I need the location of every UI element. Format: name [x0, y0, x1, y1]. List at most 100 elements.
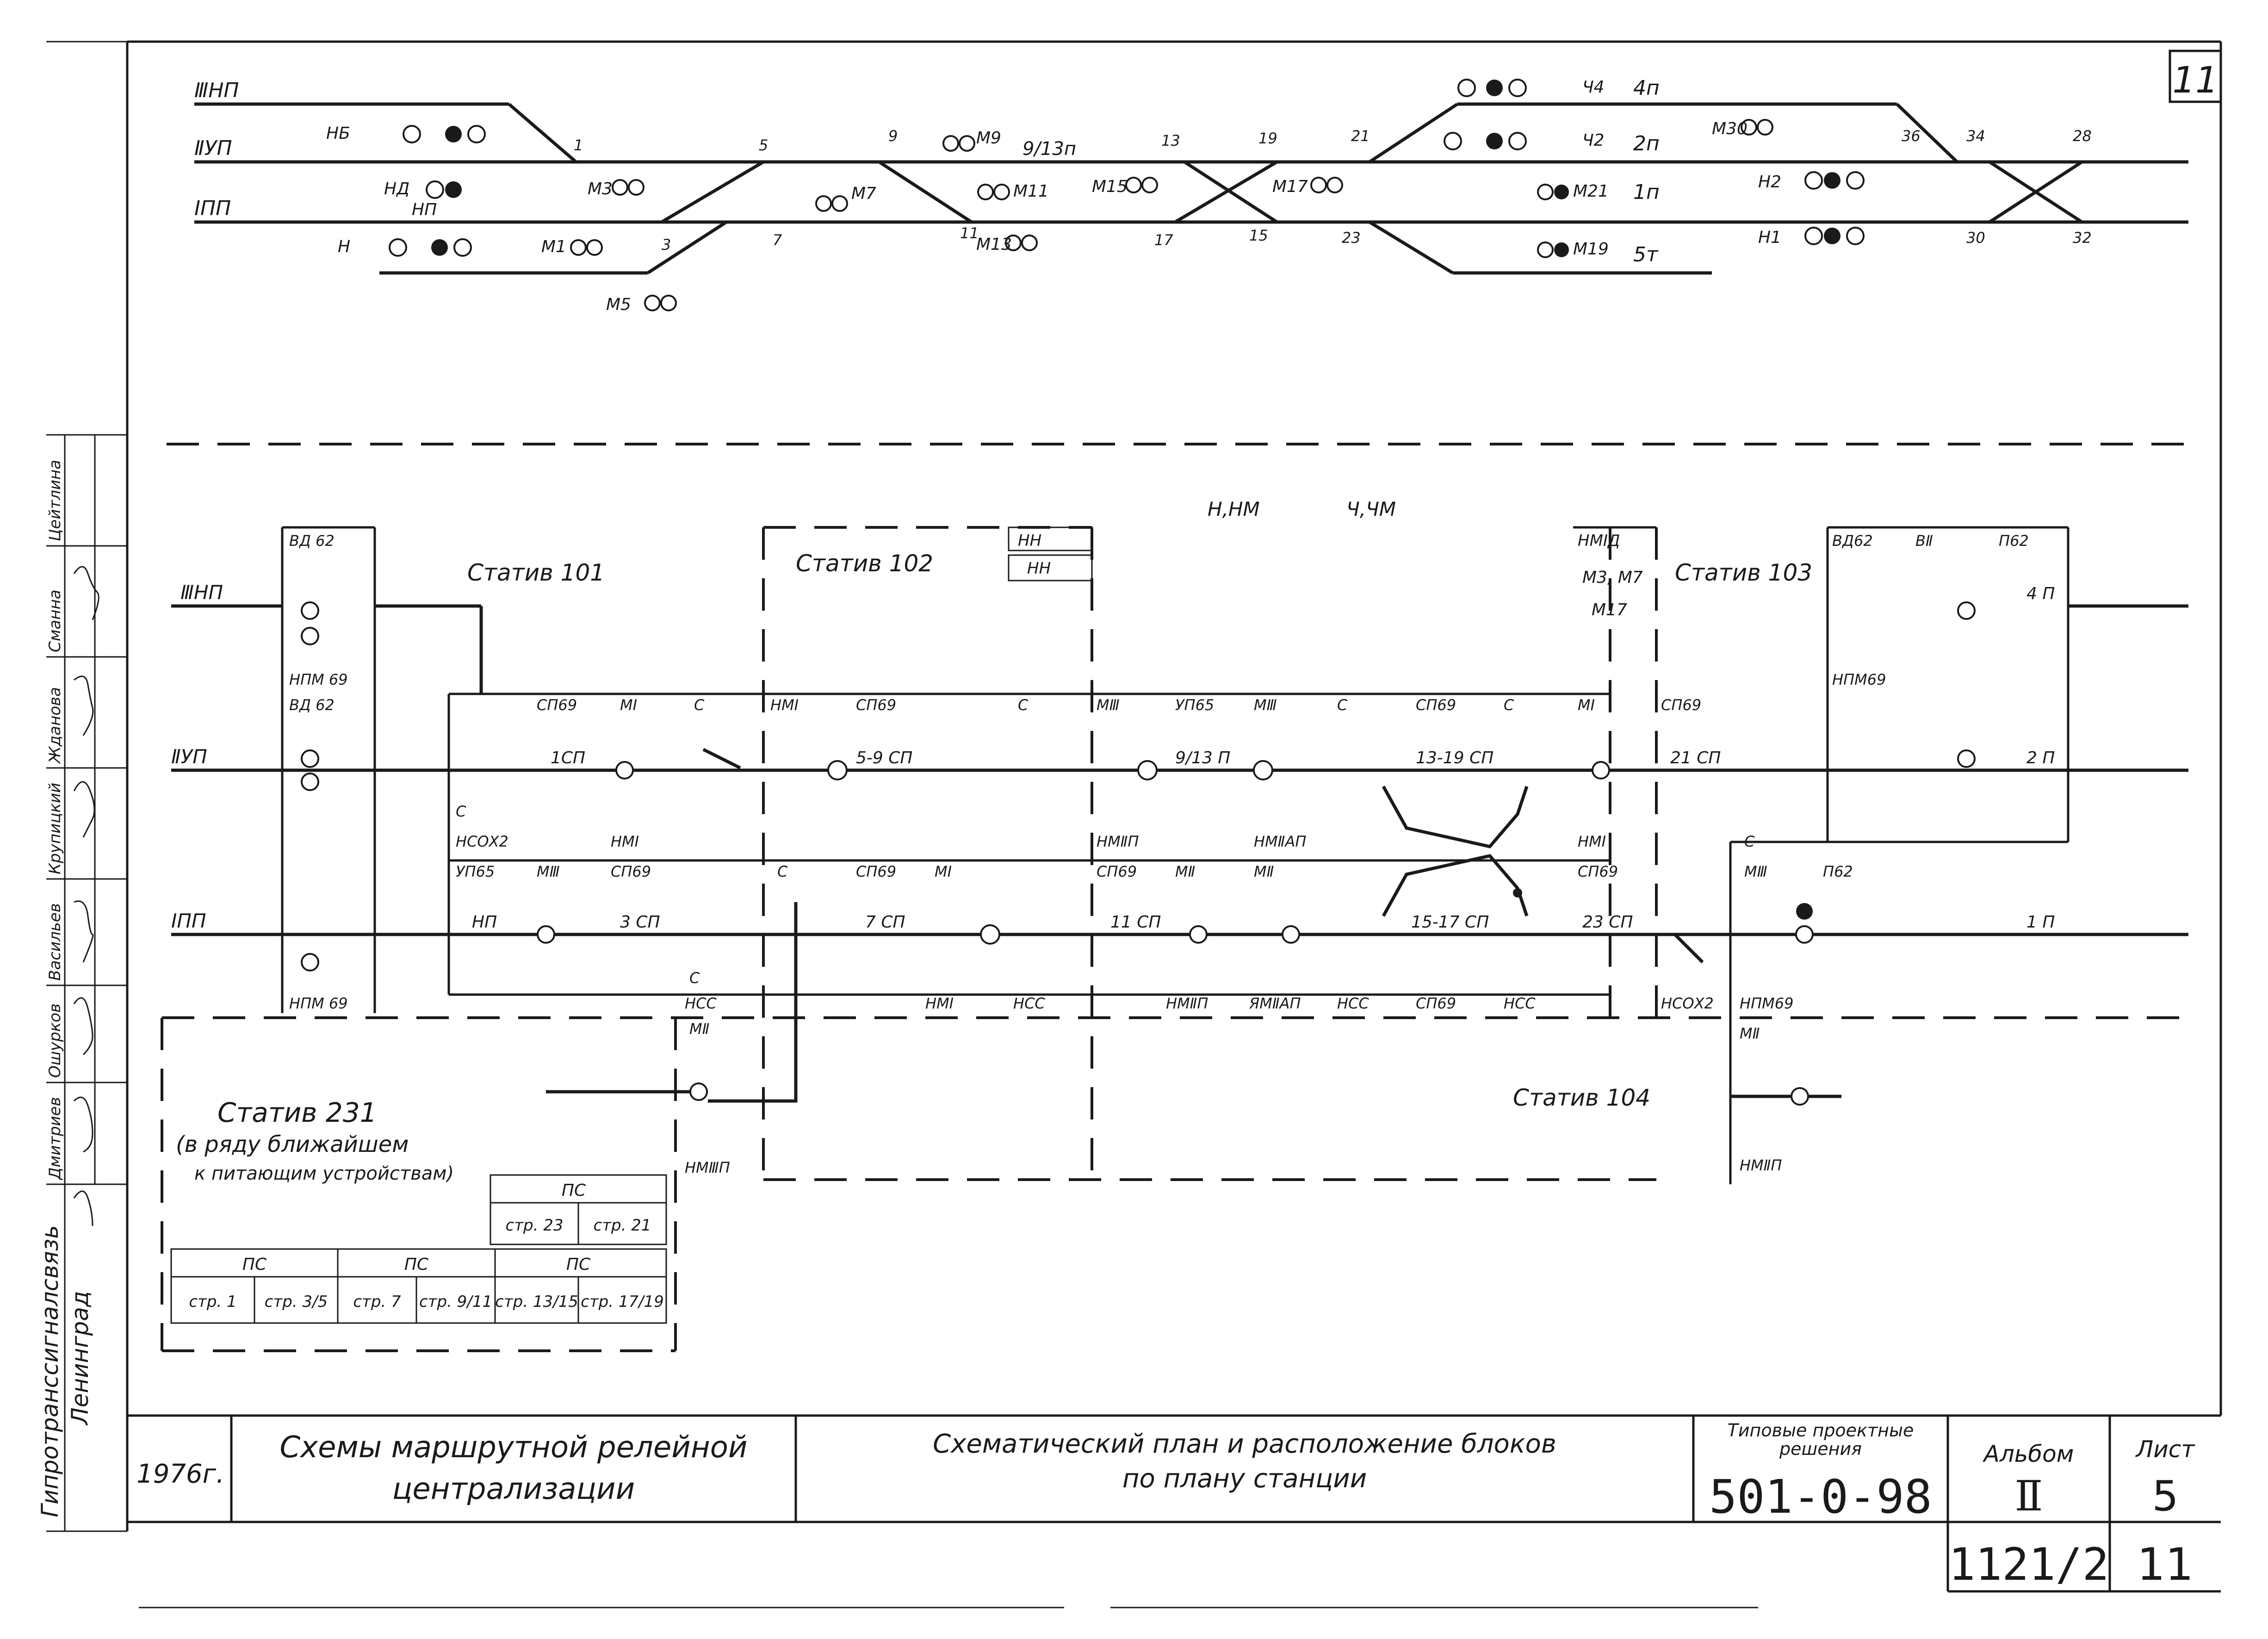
- signal-label-m5: М5: [606, 295, 631, 314]
- block-label-mi-b: МI: [1578, 696, 1595, 714]
- section-label-13-19sp: 13-19 СП: [1416, 748, 1493, 767]
- title-left-line2: централизации: [392, 1472, 635, 1506]
- block-label-nmid: НМIД: [1578, 532, 1620, 550]
- block-label-sp69-h: СП69: [1578, 863, 1618, 880]
- ps-main-cell-6: стр. 17/19: [581, 1293, 664, 1311]
- block-label-sp69-g: СП69: [1097, 863, 1137, 880]
- track-label-5t: 5т: [1633, 243, 1659, 266]
- ps-main-cell-3: стр. 7: [353, 1293, 401, 1311]
- block-label-nmi-c: НМI: [1578, 833, 1606, 850]
- signature-name-1: Цейтлина: [46, 460, 64, 541]
- block-label-m3-m7: М3, М7: [1582, 568, 1643, 587]
- project-code: 501-0-98: [1709, 1470, 1932, 1524]
- org-city: Ленинград: [67, 1291, 93, 1426]
- block-label-s-e: С: [456, 803, 466, 820]
- signal-label-m19: М19: [1573, 240, 1609, 259]
- block-label-sp69-e: СП69: [611, 863, 651, 880]
- block-label-vd62-2: ВД 62: [289, 696, 335, 714]
- block-label-m3-e: МⅢ: [1744, 863, 1767, 880]
- section-label-np-b: НП: [472, 913, 497, 932]
- signal-label-m1: М1: [541, 237, 566, 256]
- block-label-sp69-f: СП69: [856, 863, 896, 880]
- switch-label-23: 23: [1342, 229, 1361, 247]
- block-label-p62: П62: [1999, 532, 2029, 550]
- ps-main-cell-2: стр. 3/5: [265, 1293, 328, 1311]
- signal-label-m11: М11: [1013, 182, 1049, 201]
- block-layout-frame: [161, 526, 2188, 1352]
- signal-label-m7: М7: [851, 184, 876, 203]
- switch-label-30: 30: [1966, 229, 1985, 247]
- track-label-2up: ⅡУП: [194, 136, 232, 160]
- switch-label-17: 17: [1154, 231, 1173, 249]
- block-label-m2-a: МⅡ: [1175, 863, 1195, 880]
- track-label-1pp: ⅠПП: [194, 197, 231, 220]
- block-label-npm69-b: НПМ 69: [289, 995, 348, 1012]
- section-label-2p-b: 2 П: [2026, 748, 2055, 767]
- signal-label-m9: М9: [976, 129, 1001, 148]
- switch-label-9: 9: [888, 127, 898, 145]
- signal-label-n2: Н2: [1758, 173, 1781, 192]
- switch-label-11: 11: [960, 224, 979, 242]
- block-label-nm2p-c: НМⅡП: [1740, 1157, 1782, 1174]
- block-label-ym2ap: ЯМⅡАП: [1249, 995, 1301, 1012]
- track-label-2p: 2п: [1633, 132, 1660, 155]
- section-label-9-13p-b: 9/13 П: [1175, 748, 1230, 767]
- block-label-m17: М17: [1592, 600, 1627, 619]
- corner-sheet-number: 11: [2172, 60, 2218, 101]
- signal-label-m13: М13: [976, 235, 1012, 254]
- block-label-s-d: С: [1504, 696, 1514, 714]
- track-label-block-3np: ⅢНП: [180, 581, 223, 604]
- typical-label-line2: решения: [1779, 1439, 1862, 1459]
- title-center-line1: Схематический план и расположение блоков: [933, 1429, 1556, 1459]
- org-name: Гипротранссигналсвязь: [37, 1225, 63, 1517]
- block-label-nm3p: НМⅢП: [685, 1159, 730, 1176]
- signature-name-5: Васильев: [46, 903, 64, 981]
- section-label-9-13p: 9/13п: [1022, 138, 1076, 160]
- block-label-mi-c: МI: [935, 863, 952, 880]
- signature-name-4: Крупицкий: [46, 783, 64, 874]
- block-label-mi-a: МI: [620, 696, 637, 714]
- signal-label-n: Н: [338, 237, 350, 256]
- block-label-m3-d: МⅢ: [537, 863, 560, 880]
- block-label-m2-b: МⅡ: [1254, 863, 1274, 880]
- inventory-number: 1121/2: [1949, 1539, 2109, 1590]
- block-label-sp69-i: СП69: [1416, 995, 1456, 1012]
- block-label-s-f: С: [777, 863, 788, 880]
- direction-label-n-nm: Н,НМ: [1208, 498, 1260, 520]
- title-left-line1: Схемы маршрутной релейной: [280, 1430, 748, 1465]
- section-label-4p-b: 4 П: [2026, 584, 2055, 603]
- rack-231-label: Статив 231: [217, 1097, 377, 1128]
- ps-main-cell-4: стр. 9/11: [419, 1293, 492, 1311]
- switch-label-28: 28: [2073, 127, 2092, 145]
- block-label-npm69-r: НПМ69: [1832, 671, 1886, 688]
- inventory-sheet: 11: [2137, 1539, 2194, 1590]
- block-label-up65: УП65: [1175, 696, 1214, 714]
- block-label-nm2p-b: НМⅡП: [1166, 995, 1208, 1012]
- block-label-m2-d: МⅡ: [689, 1020, 709, 1038]
- direction-label-ch-chm: Ч,ЧМ: [1346, 498, 1396, 520]
- block-label-npm69-c: НПМ69: [1740, 995, 1793, 1012]
- ps-main-cell-5: стр. 13/15: [495, 1293, 578, 1311]
- signal-label-n1: Н1: [1758, 228, 1781, 247]
- block-label-nsox2-a: НСОХ2: [456, 833, 508, 850]
- block-label-nss-a: НСС: [685, 995, 717, 1012]
- rack-102-label: Статив 102: [796, 550, 933, 577]
- signal-label-m3: М3: [588, 179, 613, 198]
- rack-101-label: Статив 101: [467, 559, 605, 586]
- block-label-s-b: С: [1018, 696, 1029, 714]
- block-label-npm69-a: НПМ 69: [289, 671, 348, 688]
- top-label-boxes: [1008, 526, 1093, 581]
- block-label-nss-c: НСС: [1337, 995, 1369, 1012]
- block-label-nmi-d: НМI: [925, 995, 954, 1012]
- block-signal-symbols: [301, 601, 1976, 1106]
- ps-table: [170, 1174, 667, 1324]
- signal-label-ch2: Ч2: [1582, 131, 1605, 150]
- signal-label-ch4: Ч4: [1582, 78, 1605, 97]
- rack-231-note-2: к питающим устройствам): [194, 1163, 454, 1184]
- block-label-nm2ap: НМⅡАП: [1254, 833, 1306, 850]
- album-value: Ⅱ: [2014, 1472, 2043, 1521]
- block-label-nn-2: НН: [1027, 559, 1051, 578]
- block-label-up65-b: УП65: [456, 863, 495, 880]
- signature-column: Цейтлина Сманна Жданова Крупицкий Василь…: [46, 460, 99, 1226]
